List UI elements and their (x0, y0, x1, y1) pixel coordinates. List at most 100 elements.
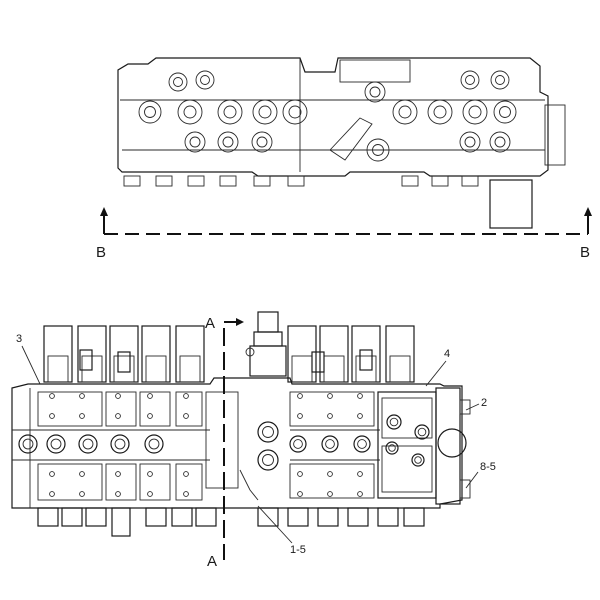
bolt-head (79, 491, 85, 497)
body-port-inner (22, 438, 34, 450)
spool-cap-stem (145, 355, 167, 383)
relief-valve-body (249, 345, 287, 377)
port-circle (460, 70, 480, 90)
callout-3-leader (21, 345, 41, 385)
port-inner-circle (372, 144, 384, 156)
port-circle (138, 100, 162, 124)
bottom-cap (195, 507, 217, 527)
port-inner-circle (433, 105, 447, 119)
body-port-inner (325, 439, 335, 449)
body-port (110, 434, 130, 454)
top-valve-foot (287, 175, 305, 187)
port-inner-circle (189, 136, 201, 148)
callout-3-label: 3 (16, 333, 22, 345)
bolt-head (327, 393, 333, 399)
body-port (321, 435, 339, 453)
bolt-head (115, 491, 121, 497)
bolt-head (297, 393, 303, 399)
body-port (257, 449, 279, 471)
callout-2-label: 2 (481, 397, 487, 409)
bottom-cap (145, 507, 167, 527)
bolt-head (147, 413, 153, 419)
body-port-inner (82, 438, 94, 450)
body-port (414, 424, 430, 440)
spool-cap-stem (179, 355, 201, 383)
valve-spool-panels (37, 391, 433, 501)
end-cover-plug-upper (459, 399, 471, 415)
bolt-head (49, 491, 55, 497)
bolt-head (327, 413, 333, 419)
body-port (411, 453, 425, 467)
body-port-inner (293, 439, 303, 449)
valve-top-caps (43, 325, 415, 383)
top-valve-foot (431, 175, 449, 187)
valve-bottom-caps (37, 507, 425, 537)
callouts: 3 4 2 8-5 1-5 (16, 333, 496, 556)
port-inner-circle (494, 136, 506, 148)
port-circle (392, 99, 418, 125)
bolt-head (79, 471, 85, 477)
port-circle (217, 99, 243, 125)
body-port-inner (357, 439, 367, 449)
port-circle (177, 99, 203, 125)
bolt-head (115, 413, 121, 419)
port-inner-circle (288, 105, 302, 119)
port-inner-circle (468, 105, 482, 119)
body-port-inner (262, 426, 274, 438)
body-port-inner (417, 427, 427, 437)
bottom-cap (85, 507, 107, 527)
port-circle (490, 70, 510, 90)
spool-panel (289, 391, 375, 427)
port-inner-circle (398, 105, 412, 119)
port-circle (184, 131, 206, 153)
port-inner-circle (369, 86, 381, 98)
port-circle (168, 72, 188, 92)
callout-2-leader (465, 403, 480, 411)
body-port (78, 434, 98, 454)
bolt-head (183, 413, 189, 419)
spool-panel (139, 391, 171, 427)
port-circle (489, 131, 511, 153)
bolt-head (357, 413, 363, 419)
callout-4-leader (425, 360, 447, 387)
relief-valve-port (245, 347, 255, 357)
callout-1-5-leader (257, 505, 293, 544)
port-circle (251, 131, 273, 153)
body-port (257, 421, 279, 443)
spool-panel (289, 463, 375, 499)
port-circle (252, 99, 278, 125)
callout-4-label: 4 (444, 348, 450, 360)
section-a-bottom-label: A (207, 553, 217, 570)
port-inner-circle (495, 75, 505, 85)
spool-panel (139, 463, 171, 501)
top-valve-side-cap (544, 104, 566, 166)
spool-fitting (311, 351, 325, 373)
bottom-cap (37, 507, 59, 527)
port-inner-circle (223, 105, 237, 119)
callout-8-5-label: 8-5 (480, 461, 496, 473)
top-valve-actuator (329, 117, 373, 161)
relief-valve (245, 311, 287, 377)
callout-1-5-label: 1-5 (290, 544, 306, 556)
top-valve-block (339, 59, 411, 83)
bottom-valve-view (11, 311, 471, 537)
valve-body-center-edge (239, 469, 259, 501)
bottom-cap (403, 507, 425, 527)
port-circle (493, 100, 517, 124)
spool-panel (105, 391, 137, 427)
body-port-inner (50, 438, 62, 450)
bolt-head (357, 393, 363, 399)
bolt-head (147, 471, 153, 477)
spool-panel (37, 463, 103, 501)
view-b-right-label: B (580, 244, 590, 261)
bolt-head (115, 393, 121, 399)
bolt-head (357, 471, 363, 477)
port-circle (462, 99, 488, 125)
top-valve-foot (123, 175, 141, 187)
end-cover-port (437, 428, 467, 458)
port-circle (282, 99, 308, 125)
top-valve-foot (253, 175, 271, 187)
valve-body-outline (11, 377, 463, 509)
bolt-head (327, 471, 333, 477)
